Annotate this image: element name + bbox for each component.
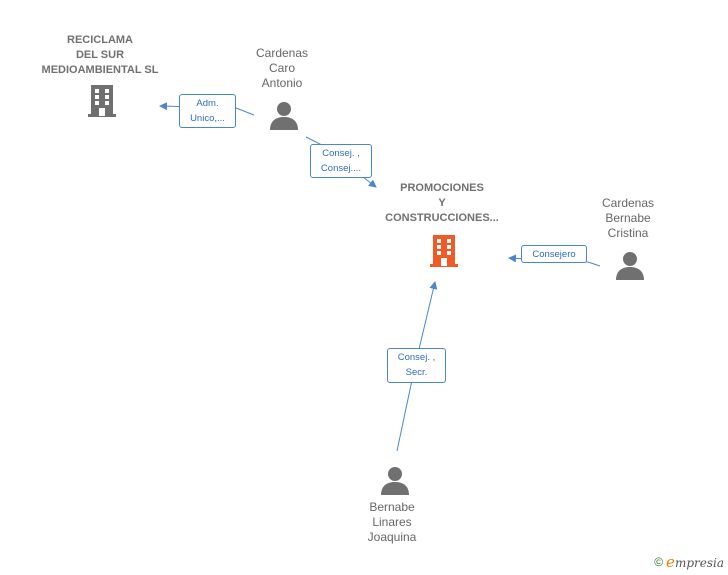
- person-label-line: Joaquina: [367, 530, 417, 544]
- copyright-symbol: ©: [654, 555, 664, 569]
- person-label-line: Bernabe: [369, 500, 415, 514]
- company-label-line: CONSTRUCCIONES...: [385, 212, 499, 224]
- person-icon[interactable]: [615, 250, 645, 280]
- brand-logo-rest: mpresia: [674, 556, 724, 570]
- edge-label-line: Consejero: [532, 249, 576, 260]
- person-label-line: Bernabe: [605, 211, 651, 225]
- company-label-reciclama[interactable]: RECICLAMA DEL SUR MEDIOAMBIENTAL SL: [25, 33, 175, 78]
- company-label-line: MEDIOAMBIENTAL SL: [41, 64, 159, 76]
- person-label-bernabe-linares[interactable]: Bernabe Linares Joaquina: [342, 500, 442, 545]
- brand-logo-e: e: [666, 553, 675, 571]
- person-label-cardenas-bernabe[interactable]: Cardenas Bernabe Cristina: [578, 196, 678, 241]
- company-label-line: Y: [438, 197, 446, 209]
- edge-label-line: Consej. ,: [397, 352, 436, 363]
- brand-logo: empresia: [666, 553, 724, 571]
- person-label-line: Antonio: [261, 76, 303, 90]
- company-label-line: RECICLAMA: [67, 34, 133, 46]
- edge-label-adm[interactable]: Adm. Unico,...: [179, 94, 236, 128]
- person-icon[interactable]: [380, 465, 410, 495]
- footer-credit[interactable]: © empresia: [654, 553, 724, 571]
- edge-label-consejero[interactable]: Consejero: [521, 245, 587, 263]
- person-label-cardenas-caro[interactable]: Cardenas Caro Antonio: [232, 46, 332, 91]
- edge-label-line: Consej....: [320, 163, 362, 174]
- company-label-line: DEL SUR: [75, 49, 125, 61]
- company-label-line: PROMOCIONES: [400, 182, 484, 194]
- person-label-line: Cardenas: [255, 46, 309, 60]
- edge-label-line: Consej. ,: [322, 148, 360, 159]
- edge-label-consej-secr[interactable]: Consej. , Secr.: [387, 348, 446, 383]
- person-label-line: Caro: [268, 61, 295, 75]
- edge-label-line: Secr.: [405, 367, 428, 378]
- building-icon[interactable]: [86, 83, 118, 118]
- person-icon[interactable]: [269, 100, 299, 130]
- person-label-line: Cristina: [607, 226, 649, 240]
- person-label-line: Linares: [372, 515, 412, 529]
- person-label-line: Cardenas: [601, 196, 655, 210]
- company-label-promociones[interactable]: PROMOCIONES Y CONSTRUCCIONES...: [362, 181, 522, 226]
- edge-label-line: Adm.: [196, 98, 219, 109]
- edge-label-line: Unico,...: [190, 113, 225, 124]
- edge-label-consej-consej[interactable]: Consej. , Consej....: [310, 144, 372, 178]
- building-icon[interactable]: [428, 233, 460, 268]
